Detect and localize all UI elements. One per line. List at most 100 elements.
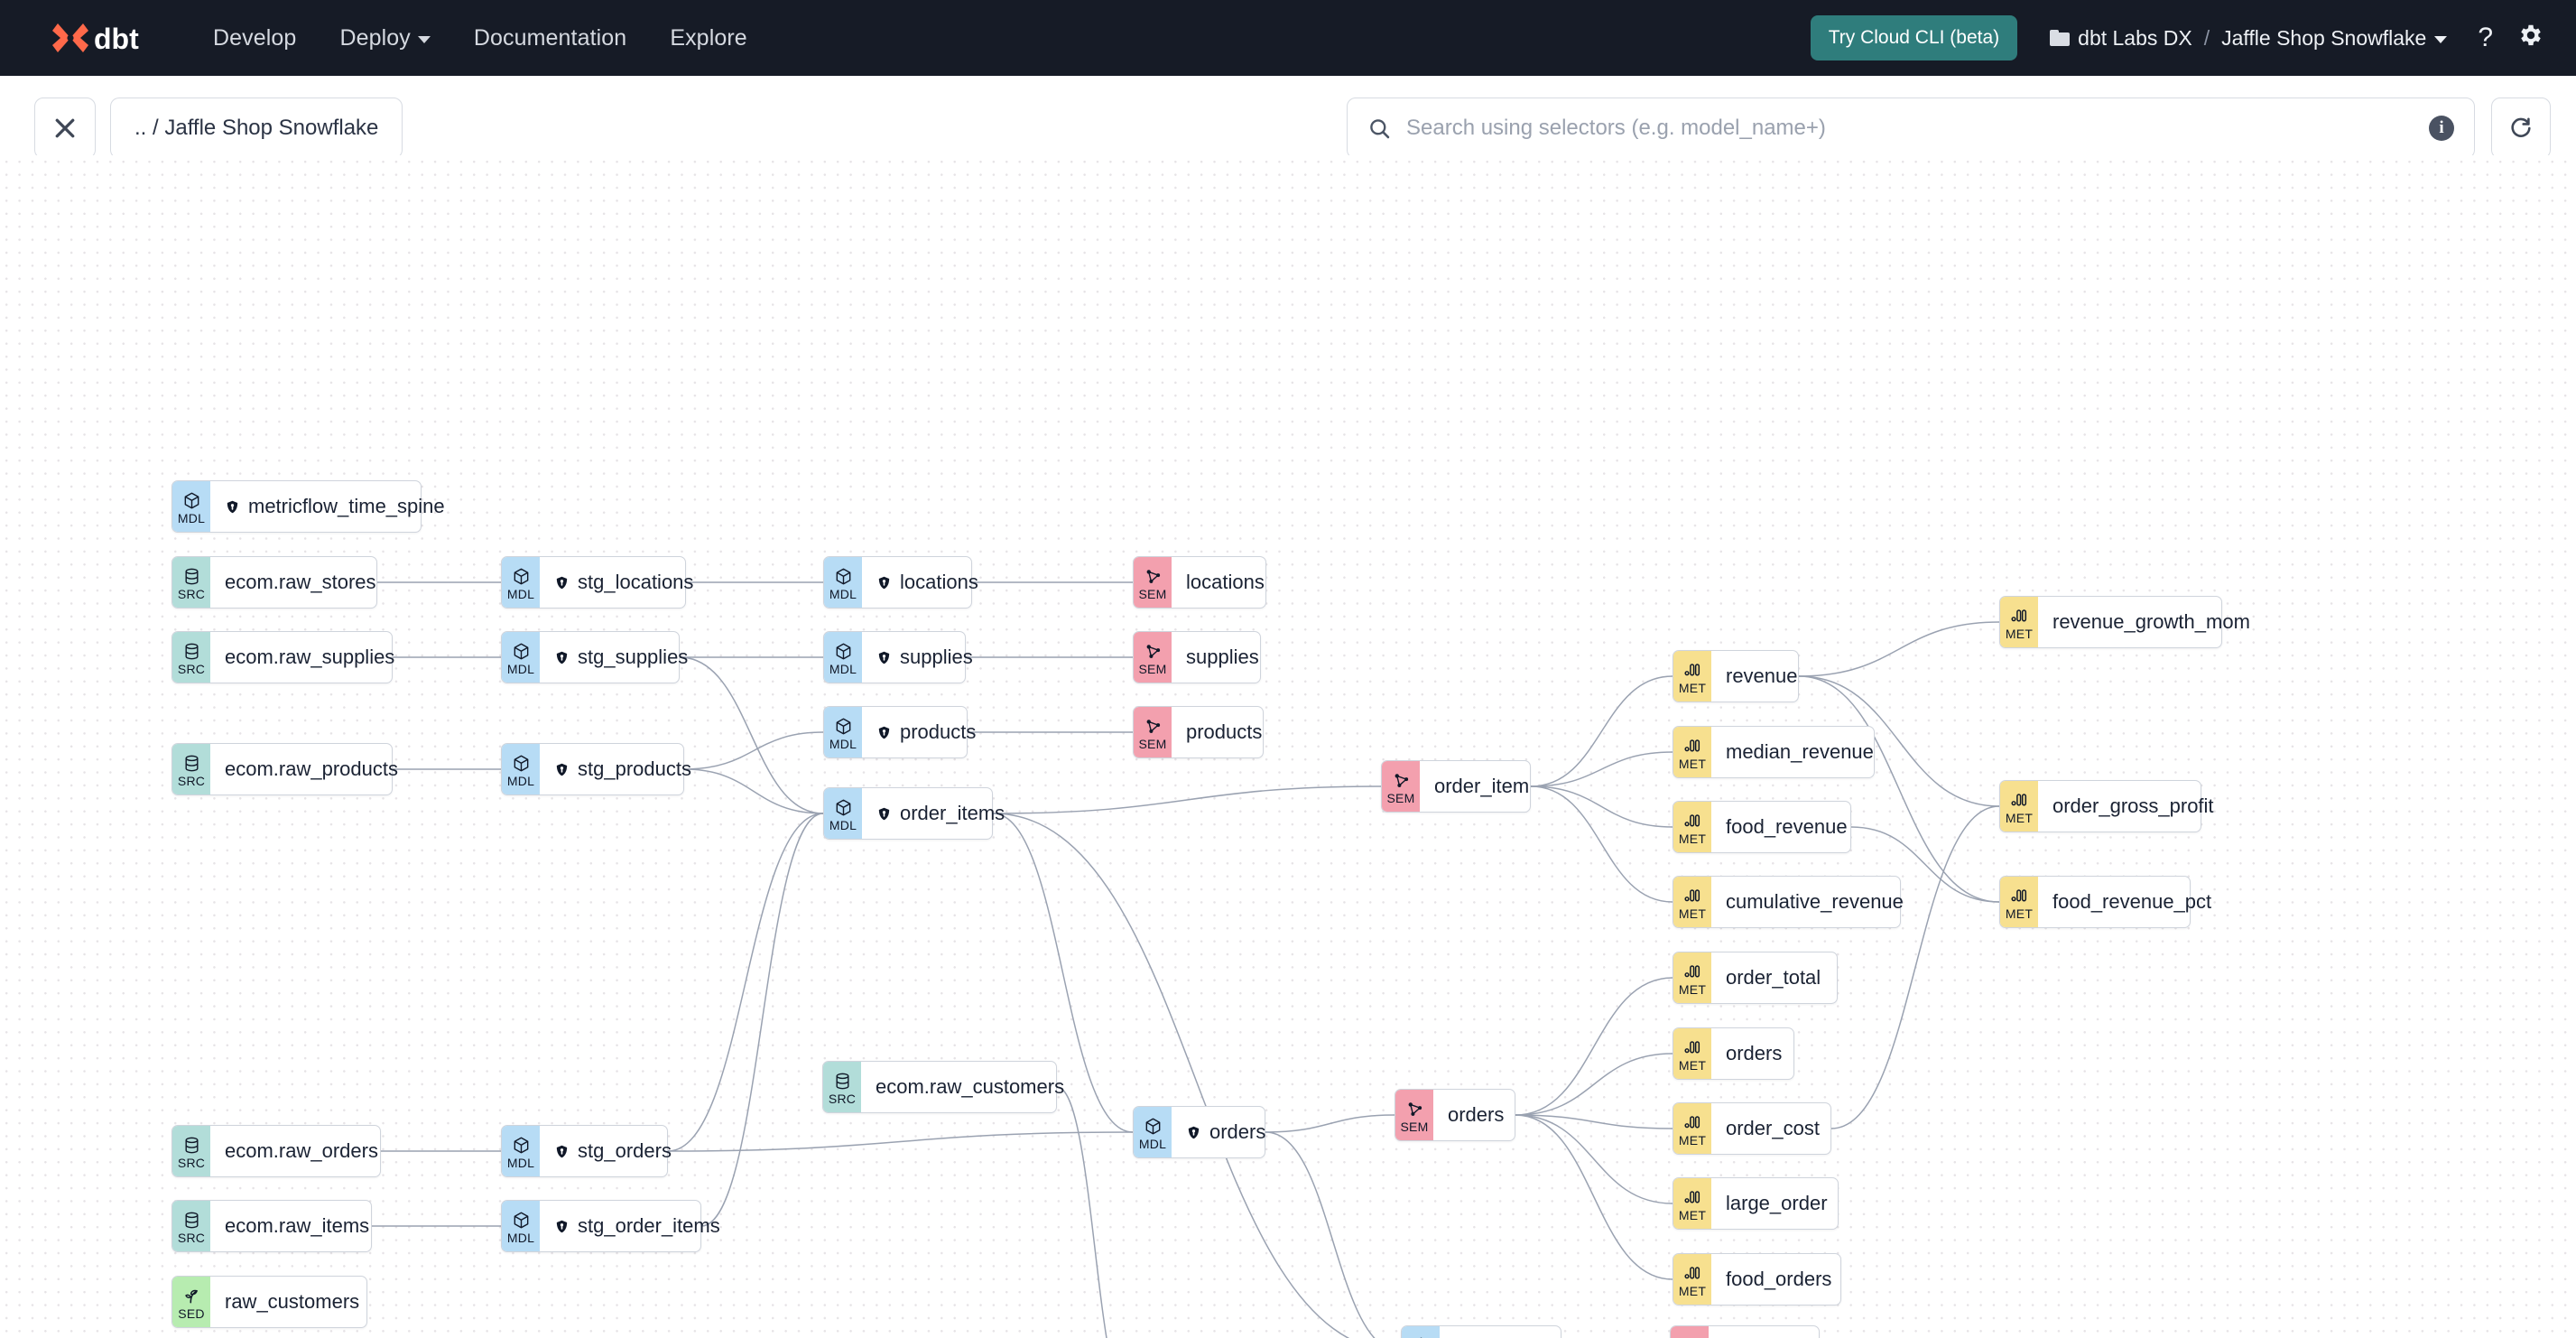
node-type-badge-src: SRC <box>172 632 210 683</box>
bar-chart-icon <box>1683 737 1702 757</box>
database-icon <box>833 1072 852 1092</box>
graph-node-mdl_orders[interactable]: MDL orders <box>1133 1106 1265 1158</box>
bar-chart-icon <box>1683 962 1702 982</box>
node-label-wrap: supplies <box>1172 632 1275 683</box>
node-label-wrap: ecom.raw_supplies <box>210 632 411 683</box>
node-type-badge-mdl: MDL <box>1402 1326 1440 1338</box>
bar-chart-icon <box>1683 1038 1702 1058</box>
lineage-edge <box>1265 1131 1376 1338</box>
node-label-wrap: order_cost <box>1711 1103 1836 1154</box>
graph-nodes-icon <box>1405 1100 1424 1120</box>
node-name: orders <box>1209 1120 1266 1143</box>
node-label-wrap: stg_products <box>540 744 708 794</box>
lineage-edge <box>992 785 1382 814</box>
graph-node-sem_customers[interactable]: SEMcustomers <box>1670 1325 1820 1338</box>
node-type-label: MDL <box>177 510 206 525</box>
database-icon <box>182 567 201 587</box>
cube-icon <box>834 567 853 587</box>
node-name: stg_orders <box>578 1139 672 1162</box>
node-name: locations <box>1186 571 1265 593</box>
nav-link-explore[interactable]: Explore <box>648 16 768 60</box>
cube-icon <box>834 642 853 662</box>
nav-link-deploy[interactable]: Deploy <box>318 16 451 60</box>
node-type-label: MDL <box>1138 1136 1167 1151</box>
graph-node-metricflow_time_spine[interactable]: MDL metricflow_time_spine <box>171 480 445 533</box>
node-type-badge-met: MET <box>1673 802 1711 852</box>
help-icon[interactable]: ? <box>2478 23 2493 52</box>
node-name: orders <box>1726 1042 1783 1064</box>
node-type-label: SRC <box>177 773 206 788</box>
project-selector[interactable]: Jaffle Shop Snowflake <box>2221 26 2448 51</box>
node-name: metricflow_time_spine <box>248 495 445 517</box>
try-cloud-cli-button[interactable]: Try Cloud CLI (beta) <box>1810 15 2018 60</box>
database-icon <box>182 754 201 774</box>
gear-icon[interactable] <box>2516 22 2544 54</box>
node-label-wrap: median_revenue <box>1711 727 1890 777</box>
shield-icon <box>876 650 892 665</box>
breadcrumb-button[interactable]: .. / Jaffle Shop Snowflake <box>110 98 403 159</box>
node-label-wrap: ecom.raw_items <box>210 1201 385 1251</box>
info-icon[interactable]: i <box>2429 116 2454 141</box>
node-label-wrap: large_order <box>1711 1178 1844 1229</box>
node-label-wrap: revenue_growth_mom <box>2038 597 2266 647</box>
graph-node-mdl_customers[interactable]: MDLcustomers <box>1401 1325 1561 1338</box>
node-type-label: MET <box>1678 906 1707 921</box>
nav-link-explore-label: Explore <box>670 24 747 51</box>
graph-nodes-icon <box>1144 642 1163 662</box>
search-input[interactable] <box>1406 116 2414 141</box>
node-type-badge-met: MET <box>1673 727 1711 777</box>
node-name: food_orders <box>1726 1268 1832 1290</box>
account-selector[interactable]: dbt Labs DX <box>2050 26 2192 51</box>
close-button[interactable] <box>34 98 96 159</box>
node-type-badge-mdl: MDL <box>172 481 210 532</box>
node-name: revenue_growth_mom <box>2052 610 2250 633</box>
lineage-edge <box>667 813 824 1152</box>
node-name: products <box>1186 720 1263 743</box>
nav-link-documentation[interactable]: Documentation <box>452 16 648 60</box>
refresh-button[interactable] <box>2491 98 2551 159</box>
search-bar[interactable]: i <box>1347 98 2475 159</box>
node-label-wrap: customers <box>1709 1326 1830 1338</box>
nav-link-develop[interactable]: Develop <box>191 16 318 60</box>
node-label-wrap: food_revenue_pct <box>2038 877 2228 927</box>
node-label-wrap: food_revenue <box>1711 802 1864 852</box>
node-name: order_items <box>900 802 1005 824</box>
lineage-edge <box>1530 751 1673 787</box>
node-label-wrap: ecom.raw_customers <box>861 1062 1080 1112</box>
dbt-logo[interactable]: dbt <box>27 18 150 58</box>
